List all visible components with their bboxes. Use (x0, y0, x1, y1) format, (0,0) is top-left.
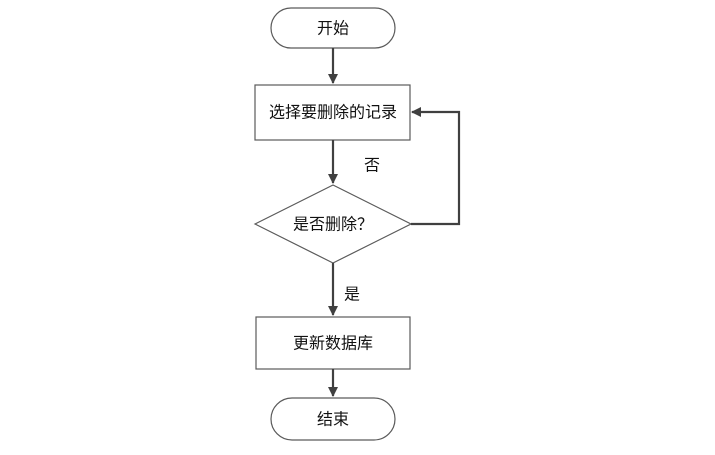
end-terminal-shape (270, 397, 396, 441)
update-database-node: 更新数据库 (255, 316, 411, 370)
select-record-node: 选择要删除的记录 (254, 84, 411, 141)
select-record-shape (254, 84, 411, 141)
decision-label: 是否删除？ (293, 215, 373, 234)
update-database-label: 更新数据库 (293, 334, 373, 353)
branch-label-no: 否 (364, 156, 380, 175)
end-label: 结束 (317, 410, 349, 429)
update-database-shape (255, 316, 411, 370)
arrow-decision-loop-back (411, 107, 461, 226)
select-record-label: 选择要删除的记录 (269, 103, 397, 122)
start-label: 开始 (317, 19, 349, 38)
end-node: 结束 (270, 397, 396, 441)
decision-node: 是否删除？ (253, 184, 413, 264)
start-node: 开始 (270, 7, 396, 49)
branch-label-yes: 是 (344, 285, 360, 304)
